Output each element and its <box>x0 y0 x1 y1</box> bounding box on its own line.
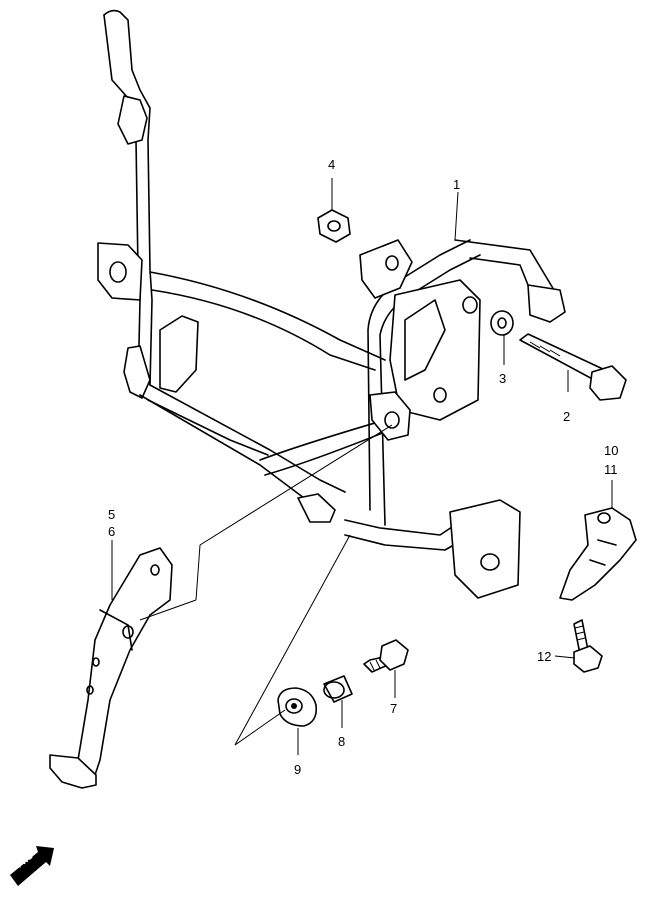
bolt-part-2[interactable] <box>519 333 627 401</box>
callout-6: 6 <box>108 524 116 539</box>
nut-part-4[interactable] <box>317 209 351 243</box>
callout-9: 9 <box>294 762 302 777</box>
callout-1: 1 <box>453 177 461 192</box>
callout-5: 5 <box>108 507 116 522</box>
small-bracket-part-10-11[interactable] <box>559 507 637 601</box>
screw-part-12[interactable] <box>573 619 603 673</box>
callout-11: 11 <box>604 462 618 477</box>
collar-part-8[interactable] <box>323 675 353 703</box>
callout-12: 12 <box>537 649 552 664</box>
side-bracket-part-5-6[interactable] <box>49 547 173 789</box>
callout-4: 4 <box>328 157 336 172</box>
fwd-arrow-icon <box>10 846 54 886</box>
callout-3: 3 <box>499 371 507 386</box>
callout-8: 8 <box>338 734 346 749</box>
washer-part-3[interactable] <box>490 310 514 336</box>
callout-7: 7 <box>390 701 398 716</box>
callout-10: 10 <box>604 443 619 458</box>
grommet-part-9[interactable] <box>277 687 318 727</box>
bolt-part-7[interactable] <box>363 639 409 673</box>
frame-bracket-part-1[interactable] <box>97 9 566 599</box>
leader-lines <box>111 178 613 755</box>
callout-2: 2 <box>563 409 571 424</box>
